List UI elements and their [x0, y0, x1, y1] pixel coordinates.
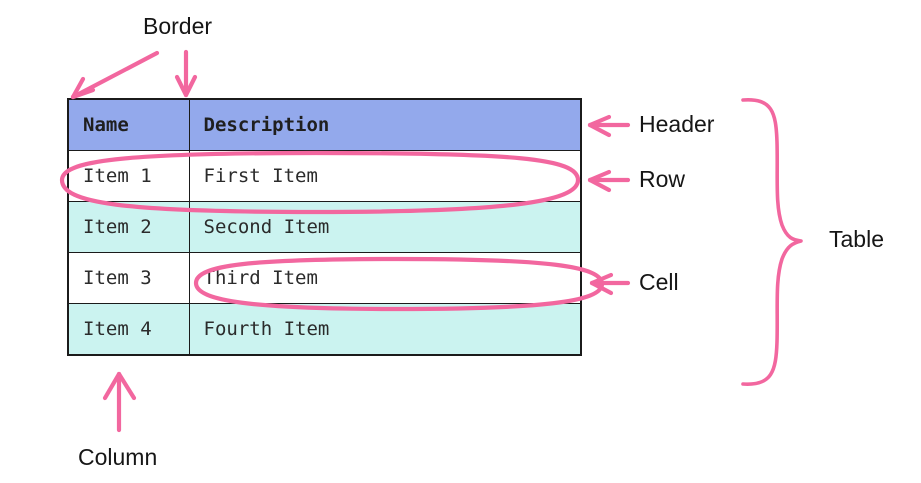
cell-description: Third Item [188, 252, 582, 304]
annotation-label-row: Row [639, 166, 686, 192]
table-header: Name Description [67, 98, 582, 151]
table-body: Item 1 First Item Item 2 Second Item Ite… [67, 150, 582, 356]
cell-name: Item 3 [67, 252, 190, 304]
annotation-label-border: Border [143, 13, 213, 39]
cell-description: Fourth Item [188, 303, 582, 356]
cell-name: Item 4 [67, 303, 190, 356]
annotation-label-cell: Cell [639, 269, 679, 295]
table-brace-icon [741, 98, 803, 386]
demo-table: Name Description Item 1 First Item Item … [67, 98, 582, 356]
cell-description: Second Item [188, 201, 582, 253]
table-row: Item 1 First Item [67, 150, 582, 202]
header-arrow-icon [587, 114, 631, 138]
annotation-label-table: Table [829, 226, 884, 252]
cell-arrow-icon [589, 272, 631, 296]
table-row: Item 2 Second Item [67, 201, 582, 253]
annotation-label-header: Header [639, 111, 715, 137]
cell-description: First Item [188, 150, 582, 202]
border-arrow-diagonal-icon [70, 50, 160, 100]
header-row: Name Description [67, 98, 582, 151]
border-arrow-vertical-icon [174, 49, 198, 98]
table-container: Name Description Item 1 First Item Item … [67, 98, 582, 356]
table-row: Item 4 Fourth Item [67, 303, 582, 356]
table-row: Item 3 Third Item [67, 252, 582, 304]
cell-name: Item 2 [67, 201, 190, 253]
column-arrow-icon [102, 371, 137, 433]
header-cell-name: Name [67, 98, 190, 151]
annotation-label-column: Column [78, 444, 158, 470]
header-cell-description: Description [188, 98, 582, 151]
row-arrow-icon [587, 169, 631, 193]
cell-name: Item 1 [67, 150, 190, 202]
